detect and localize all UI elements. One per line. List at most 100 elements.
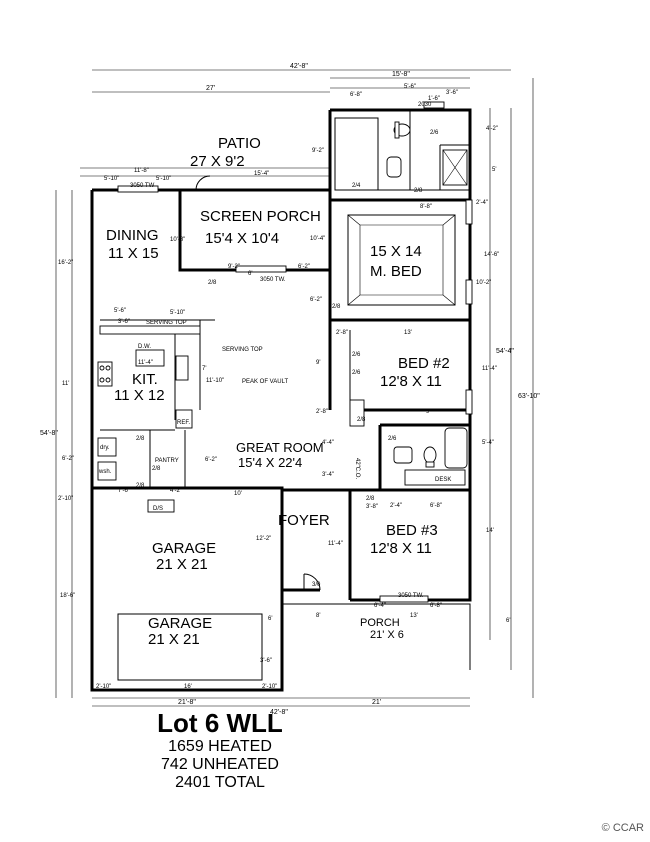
dim: 9'	[316, 360, 320, 366]
total-area: 2401 TOTAL	[175, 774, 265, 791]
dim: 6'	[248, 271, 252, 277]
foyer-name: FOYER	[278, 512, 330, 529]
window-label-2: 3050 TW.	[260, 277, 286, 283]
dim: 11'-4"	[482, 366, 497, 372]
dim: 3'-6"	[260, 658, 272, 664]
dim: 6'	[506, 618, 510, 624]
door-label: 2/8	[414, 188, 423, 194]
great-room-size: 15'4 X 22'4	[238, 455, 302, 470]
windows	[117, 185, 473, 603]
dim: 11'-8"	[134, 168, 149, 174]
patio-size: 27 X 9'2	[190, 153, 245, 170]
fixture-labels: PANTRY dry. wsh. D.W. REF. DESK D/S SERV…	[98, 102, 451, 599]
peak-of-vault-label: PEAK OF VAULT	[242, 379, 288, 385]
fixtures	[97, 101, 468, 591]
room-labels: PATIO 27 X 9'2 SCREEN PORCH 15'4 X 10'4 …	[106, 135, 450, 648]
door-label: 2/6	[430, 130, 439, 136]
dim: 6'-4"	[374, 603, 386, 609]
dim: 6'-2"	[298, 264, 310, 270]
kitchen-name: KIT.	[132, 371, 158, 388]
heated-area: 1659 HEATED	[168, 738, 272, 755]
dim: 2'-10"	[262, 684, 277, 690]
dim: 6'	[268, 616, 272, 622]
door-label: 2/4	[352, 183, 361, 189]
dim: 5'-6"	[404, 84, 416, 90]
master-size: 15 X 14	[370, 243, 422, 260]
dim: 9'-2"	[312, 148, 324, 154]
bed3-name: BED #3	[386, 522, 438, 539]
dim: 4'-2"	[170, 488, 182, 494]
dim: 3'-6"	[118, 319, 130, 325]
dining-size: 11 X 15	[108, 245, 159, 262]
door-label: 2/8	[357, 417, 366, 423]
dim: 16'-2"	[58, 260, 73, 266]
serving-top-label-1: SERVING TOP	[146, 320, 187, 326]
door-labels: 2/6 2/4 2/8 2/8 2/6 2/6 2/8 2/8 2/8 2/8 …	[136, 130, 439, 588]
dim-depth-right-inner: 54'-4"	[496, 348, 514, 355]
dim: 4'-2"	[486, 126, 498, 132]
dim: 10'	[234, 491, 242, 497]
dim: 6'-8"	[350, 92, 362, 98]
door-label: 2/8	[332, 304, 341, 310]
dim: 18'-6"	[60, 593, 75, 599]
door-label: 2/8	[136, 436, 145, 442]
dim: 2'-4"	[476, 200, 488, 206]
dim: 6'-2"	[310, 297, 322, 303]
door-label: 2/8	[152, 466, 161, 472]
serving-top-label-2: SERVING TOP	[222, 347, 263, 353]
dim: 3'-6"	[446, 90, 458, 96]
dishwasher-label: D.W.	[138, 344, 151, 350]
dim: 11'	[62, 381, 69, 387]
dim: 6'-8"	[430, 603, 442, 609]
dim: 6'-8"	[430, 503, 442, 509]
watermark-credit: © CCAR	[601, 822, 644, 834]
window-label-1: 3050 TW	[130, 183, 155, 189]
dim: 6'-2"	[62, 456, 74, 462]
washer-label: wsh.	[98, 469, 112, 475]
patio-name: PATIO	[218, 135, 261, 152]
dim: 5'-10"	[156, 176, 171, 182]
dim: 9'	[426, 409, 430, 415]
dim: 7'-6"	[118, 488, 130, 494]
refrigerator-label: REF.	[177, 420, 190, 426]
porch-size: 21' X 6	[370, 629, 404, 641]
dim: 8'-8"	[420, 204, 432, 210]
dim: 13'	[410, 613, 418, 619]
dim: 14'-6"	[484, 252, 499, 258]
dim: 15'-4"	[254, 171, 269, 177]
dim: 5'-10"	[104, 176, 119, 182]
dim: 8'	[316, 613, 320, 619]
dim: 4'-4"	[322, 440, 334, 446]
dim-left-wing: 27'	[206, 85, 215, 92]
dim: 11'-10"	[206, 378, 224, 384]
walls	[90, 108, 472, 692]
bed2-size: 12'8 X 11	[380, 373, 442, 390]
dim: 6'-2"	[205, 457, 217, 463]
dim: 2'-10"	[96, 684, 111, 690]
kitchen-size: 11 X 12	[114, 387, 165, 404]
dryer-label: dry.	[100, 445, 110, 451]
dim: 12'-2"	[256, 536, 271, 542]
door-label: 2/8	[208, 280, 217, 286]
plan-summary: Lot 6 WLL 1659 HEATED 742 UNHEATED 2401 …	[0, 708, 440, 792]
dim-width-top: 42'-8"	[290, 63, 308, 70]
cased-opening-label: 42"C.O.	[354, 458, 360, 479]
dim-depth-right-outer: 63'-10"	[518, 393, 540, 400]
lot-title: Lot 6 WLL	[157, 708, 283, 738]
dim-bottom-left: 21'-8"	[178, 699, 196, 706]
bed2-name: BED #2	[398, 355, 450, 372]
unheated-area: 742 UNHEATED	[161, 756, 279, 773]
door-label: 2/6	[352, 352, 361, 358]
overall-dimension-labels: 42'-8" 27' 15'-8" 42'-8" 21'-8" 21' 54'-…	[40, 63, 540, 716]
garage1-name: GARAGE	[152, 540, 216, 557]
dim: 7'	[202, 366, 206, 372]
dim: 5'-6"	[114, 308, 126, 314]
window-label-3: 3050 TW.	[398, 593, 424, 599]
dim: 5'	[492, 167, 496, 173]
ds-label: D/S	[153, 506, 163, 512]
dim-right-wing: 15'-8"	[392, 71, 410, 78]
dim: 5'-4"	[482, 440, 494, 446]
dim: 3'-4"	[322, 472, 334, 478]
interior-dimension-labels: 6'-8" 5'-6" 3'-6" 1'-6" 11'-8" 5'-10" 5'…	[58, 84, 510, 690]
dim-depth-left: 54'-8"	[40, 430, 58, 437]
